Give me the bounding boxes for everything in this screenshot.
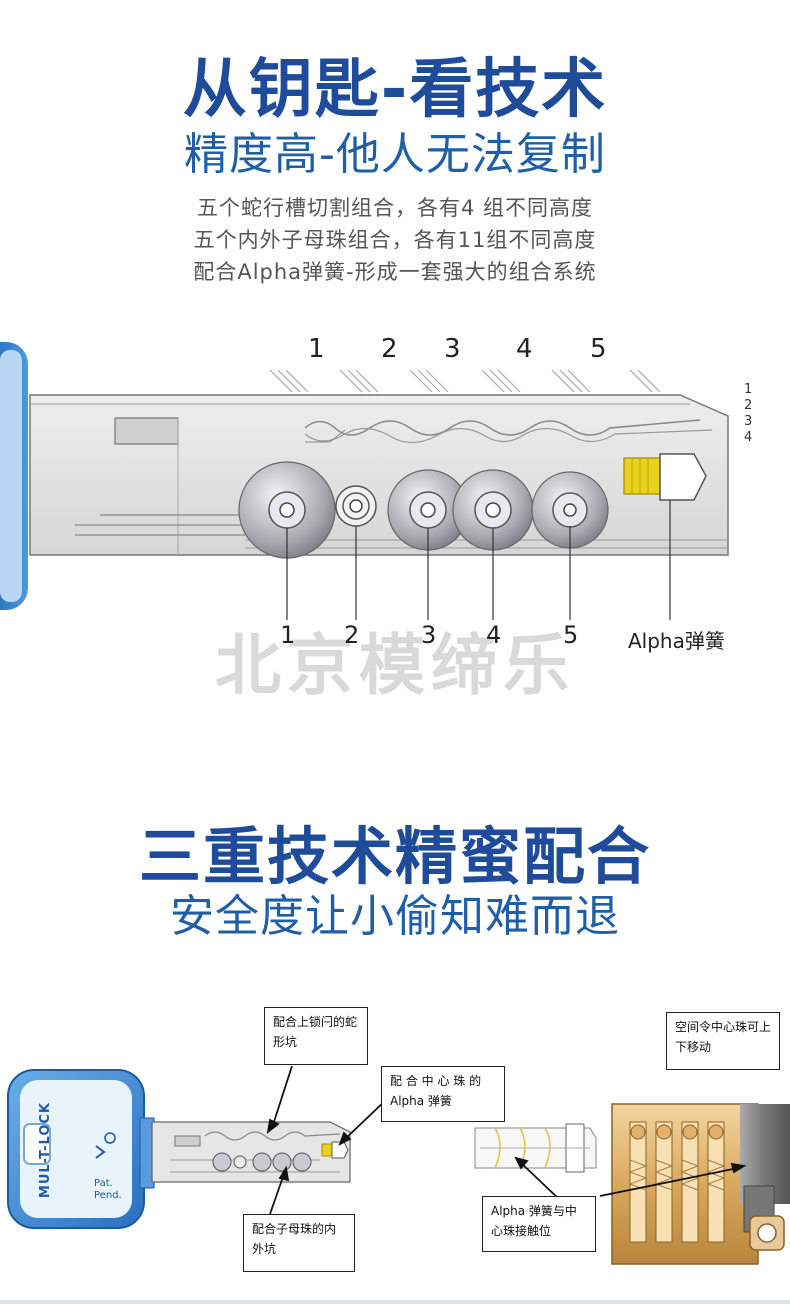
callout-space: 空间令中心珠可上下移动: [666, 1012, 780, 1070]
lock-cylinder: [611, 1103, 790, 1265]
callout-top-groove: 配合上锁闩的蛇形坑: [264, 1007, 368, 1065]
disc-2-spring: [335, 485, 377, 527]
key-brand-logo: MUL-T-LOCK: [38, 1102, 53, 1199]
key-patent-text: Pat. Pend.: [94, 1178, 122, 1201]
callout-inner-outer: 配合子母珠的内外坑: [243, 1214, 355, 1272]
height-number-4: 4: [744, 430, 753, 445]
callout-contact: Alpha 弹簧与中心珠接触位: [482, 1196, 596, 1252]
height-number-2: 2: [744, 398, 753, 413]
key-blade: [151, 1121, 351, 1183]
disc-number-2: 2: [344, 621, 360, 649]
groove-number-4: 4: [516, 334, 533, 364]
section2-title: 三重技术精蜜配合: [138, 820, 651, 893]
desc-line-2: 五个内外子母珠组合，各有11组不同高度: [193, 228, 597, 252]
groove-number-3: 3: [444, 334, 461, 364]
disc-number-4: 4: [486, 621, 502, 649]
groove-number-1: 1: [308, 334, 325, 364]
section1-subtitle: 精度高-他人无法复制: [184, 129, 606, 180]
height-number-1: 1: [744, 382, 753, 397]
key-head: [7, 1069, 155, 1229]
height-number-3: 3: [744, 414, 753, 429]
desc-line-1: 五个蛇行槽切割组合，各有4 组不同高度: [196, 196, 594, 220]
groove-number-2: 2: [381, 334, 398, 364]
key-cross-section-diagram: [0, 342, 729, 620]
disc-1: [238, 461, 336, 559]
disc-number-5: 5: [563, 621, 579, 649]
key-cylinder-diagram: [7, 1065, 790, 1265]
groove-number-5: 5: [590, 334, 607, 364]
watermark: 北京模缔乐: [215, 627, 575, 704]
alpha-spring: [623, 453, 707, 501]
callout-center-spring: 配 合 中 心 珠 的 Alpha 弹簧: [381, 1066, 505, 1122]
section1-title: 从钥匙-看技术: [182, 53, 608, 127]
callout-arrows: [266, 1065, 747, 1215]
disc-number-1: 1: [280, 621, 296, 649]
pin-contact-sketch: [474, 1123, 597, 1173]
bottom-divider: [0, 1300, 790, 1304]
section2-subtitle: 安全度让小偷知难而退: [170, 891, 620, 942]
leader-lines: [286, 500, 671, 620]
alpha-spring-label: Alpha弹簧: [628, 629, 725, 653]
disc-number-3: 3: [421, 621, 437, 649]
groove-hatching: [269, 369, 661, 393]
key-head-edge: [0, 342, 28, 610]
desc-line-3: 配合Alpha弹簧-形成一套强大的组合系统: [193, 260, 597, 284]
